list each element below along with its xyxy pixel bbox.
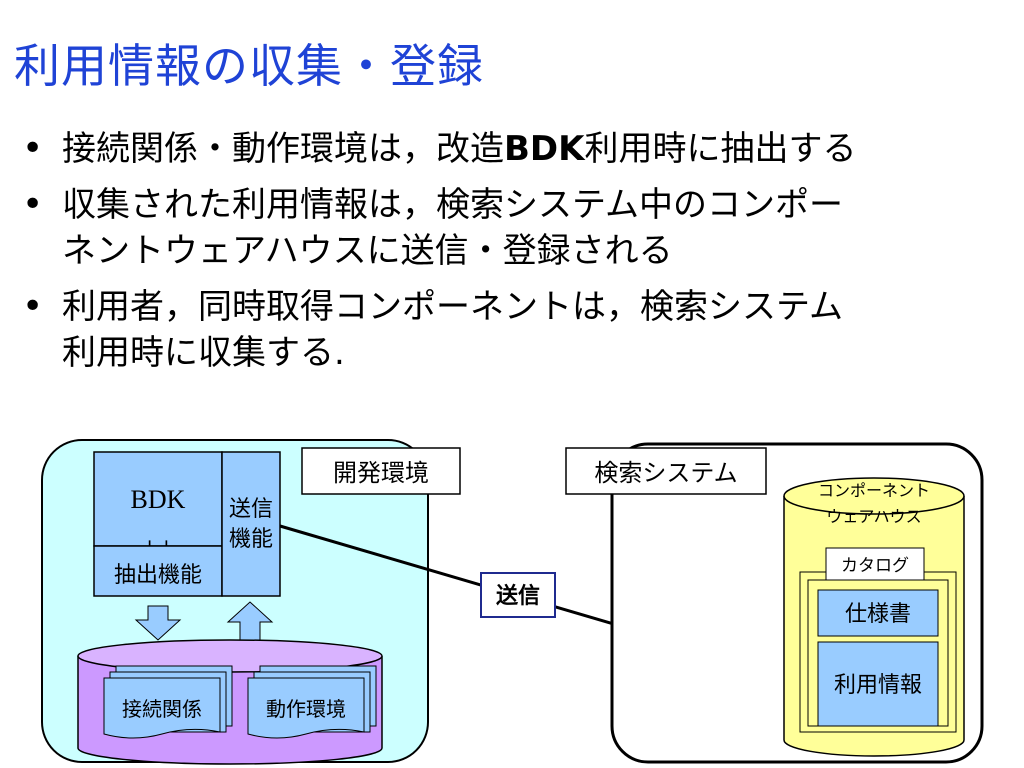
bullet-text: 接続関係・動作環境は，改造BDK利用時に抽出する	[62, 126, 992, 172]
send-function-box	[221, 451, 281, 597]
bullet-item: • 収集された利用情報は，検索システム中のコンポーネントウェアハウスに送信・登録…	[22, 182, 1012, 274]
send-label: 送信	[496, 583, 540, 609]
dev-environment-label: 開発環境	[333, 459, 429, 487]
usage-info-label: 利用情報	[834, 673, 922, 698]
dev-environment-label-box	[301, 447, 461, 495]
search-system: 検索システム コンポーネント ウェアハウス カタログ 仕様書 利用情報	[565, 442, 984, 764]
bullet-list: • 接続関係・動作環境は，改造BDK利用時に抽出する • 収集された利用情報は，…	[22, 126, 1012, 386]
bullet-line: 利用時に収集する.	[62, 333, 345, 373]
bullet-item: • 接続関係・動作環境は，改造BDK利用時に抽出する	[22, 126, 1012, 172]
document-stack-environment: 動作環境	[247, 665, 377, 739]
spec-label: 仕様書	[845, 602, 911, 627]
send-function-label: 機能	[229, 527, 273, 552]
document-label-connection: 接続関係	[122, 697, 202, 721]
document-icon	[247, 677, 365, 739]
document-stack-connection: 接続関係	[103, 665, 233, 739]
warehouse-label: コンポーネント	[818, 481, 930, 500]
bullet-line: 収集された利用情報は，検索システム中のコンポー	[62, 185, 843, 225]
bullet-dot-icon: •	[22, 286, 44, 327]
send-function-label: 送信	[229, 497, 273, 522]
bullet-dot-icon: •	[22, 184, 44, 225]
bullet-dot-icon: •	[22, 128, 44, 169]
warehouse-label: ウェアハウス	[826, 507, 921, 526]
bullet-text: 利用者，同時取得コンポーネントは，検索システム利用時に収集する.	[62, 284, 992, 376]
up-block-arrow-icon	[226, 601, 274, 641]
page-title: 利用情報の収集・登録	[14, 39, 484, 93]
bullet-item: • 利用者，同時取得コンポーネントは，検索システム利用時に収集する.	[22, 284, 1012, 376]
document-label-environment: 動作環境	[266, 697, 346, 721]
extract-function-label: 抽出機能	[114, 563, 202, 588]
catalog-label-box	[825, 547, 925, 581]
bullet-text: 収集された利用情報は，検索システム中のコンポーネントウェアハウスに送信・登録され…	[62, 182, 992, 274]
catalog-label: カタログ	[841, 556, 909, 576]
spec-box	[817, 589, 939, 637]
bullet-line: 利用者，同時取得コンポーネントは，検索システム	[62, 287, 843, 327]
bullet-bold-bdk: BDK	[504, 129, 585, 169]
bdk-label: BDK	[131, 485, 186, 514]
bullet-text-part: 利用時に抽出する	[584, 129, 857, 169]
bullet-line: ネントウェアハウスに送信・登録される	[62, 231, 673, 271]
bdk-box	[93, 451, 223, 547]
search-system-label: 検索システム	[594, 459, 737, 487]
document-icon	[103, 677, 221, 739]
architecture-diagram: 開発環境 BDK ↓↓ 抽出機能 送信 機能 接続関係	[41, 439, 984, 765]
warehouse-top	[783, 477, 965, 515]
usage-info-box	[817, 641, 939, 727]
bullet-text-part: 接続関係・動作環境は，改造	[62, 129, 504, 169]
search-system-label-box	[565, 447, 767, 495]
down-block-arrow-icon	[134, 605, 182, 641]
send-label-box	[480, 572, 556, 618]
dev-environment: 開発環境 BDK ↓↓ 抽出機能 送信 機能 接続関係	[41, 439, 461, 765]
